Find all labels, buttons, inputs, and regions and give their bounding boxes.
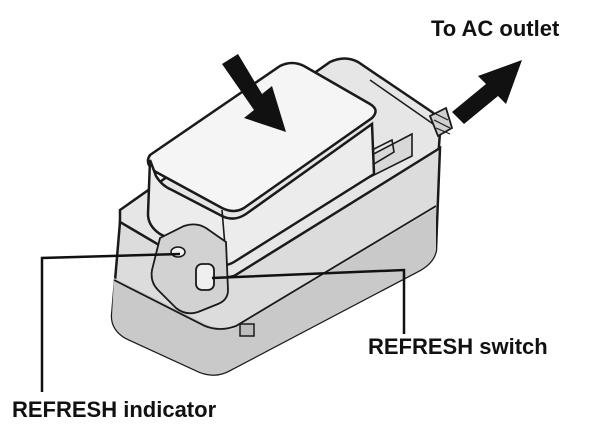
battery-slot [371, 138, 395, 165]
refresh-switch-leader [211, 268, 406, 334]
charger-front-shade [112, 208, 436, 375]
charger-side-jack [239, 323, 255, 337]
power-plug-stub [428, 106, 454, 138]
charger-ridge [369, 79, 437, 127]
refresh-switch-label: REFRESH switch [368, 334, 548, 359]
refresh-indicator-leader [40, 252, 181, 392]
refresh-indicator-led [170, 246, 186, 258]
power-plug-thread [431, 111, 451, 135]
control-panel [150, 223, 229, 315]
refresh-switch-button [195, 263, 215, 291]
charger-seam [113, 205, 437, 330]
ac-outlet-label: To AC outlet [431, 16, 560, 41]
arrow-down-right-icon [222, 54, 286, 132]
arrow-up-right-icon [452, 60, 522, 124]
refresh-indicator-label: REFRESH indicator [12, 397, 217, 422]
